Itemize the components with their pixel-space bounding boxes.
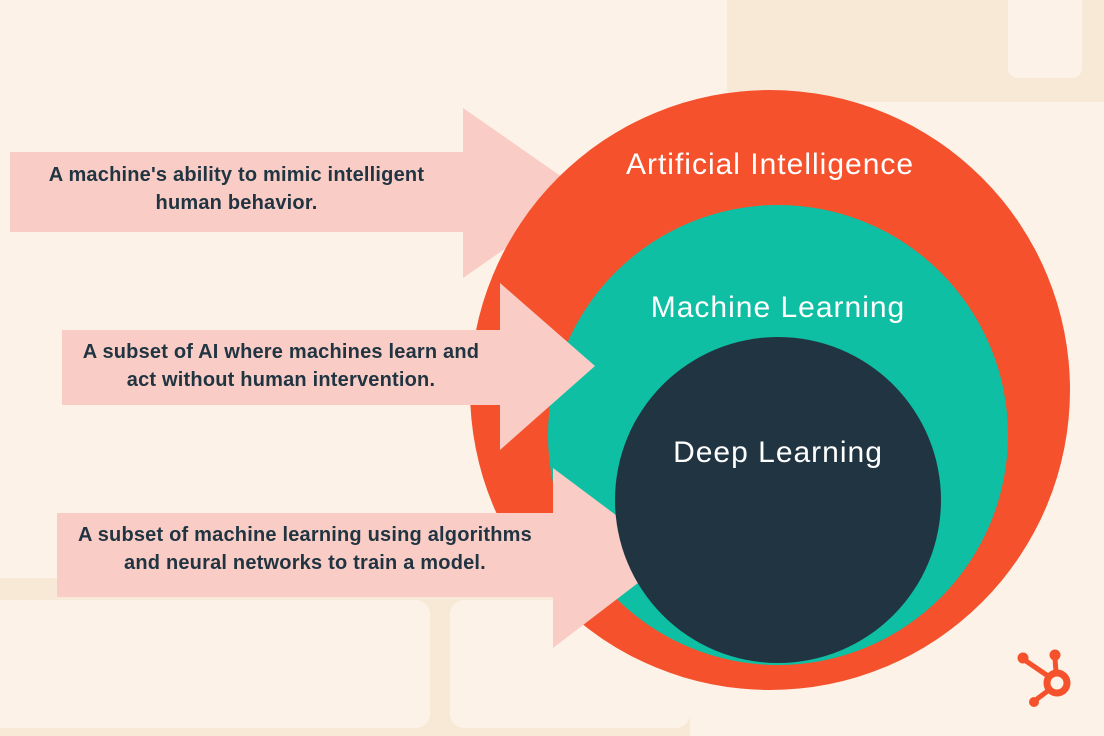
callout-text-ai: A machine's ability to mimic intelligent…	[10, 161, 463, 217]
callout-text-ml: A subset of AI where machines learn and …	[62, 338, 500, 394]
callout-line: and neural networks to train a model.	[124, 552, 486, 574]
callout-line: human behavior.	[155, 192, 318, 214]
callout-line: A machine's ability to mimic intelligent	[48, 164, 425, 186]
ai-circle-label: Artificial Intelligence	[625, 148, 915, 181]
hubspot-sprocket-icon	[1017, 649, 1071, 707]
dl-circle	[615, 337, 941, 663]
callout-text-dl: A subset of machine learning using algor…	[57, 521, 553, 577]
background-tile	[0, 600, 430, 728]
callout-line: A subset of AI where machines learn and	[82, 341, 480, 363]
callout-line: A subset of machine learning using algor…	[78, 524, 532, 546]
ml-circle-label: Machine Learning	[650, 291, 906, 324]
dl-circle-label: Deep Learning	[673, 436, 883, 469]
callout-line: act without human intervention.	[126, 369, 436, 391]
background-tile	[1008, 0, 1082, 78]
